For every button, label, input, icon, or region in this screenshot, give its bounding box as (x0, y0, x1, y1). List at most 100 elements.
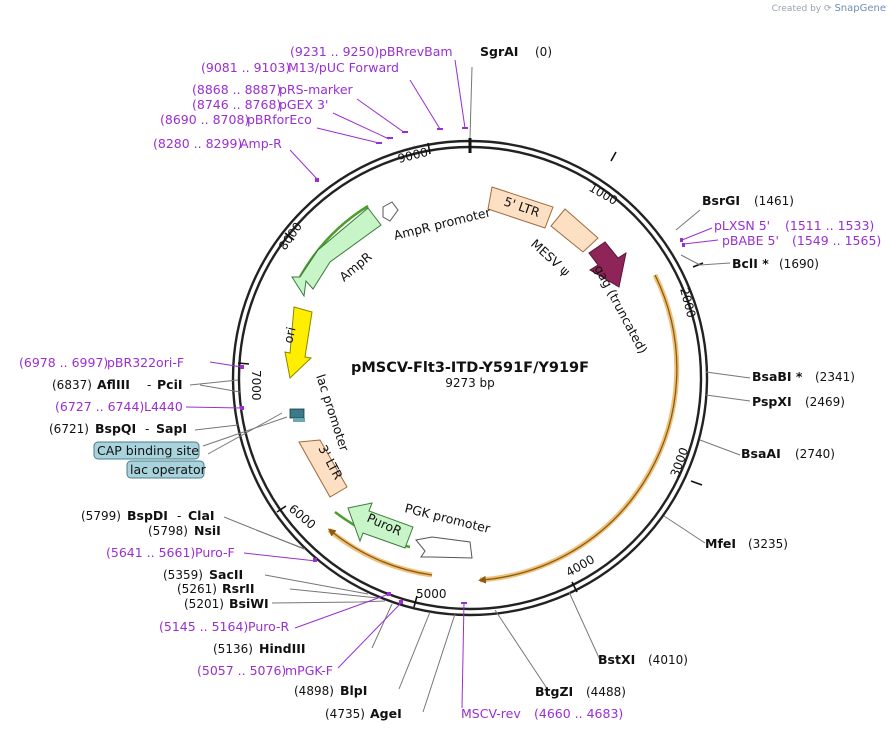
ltr5-feature (487, 186, 554, 229)
enzyme-pos-hindiii: (5136) (213, 642, 253, 656)
enzyme-name-agei: AgeI (370, 706, 402, 721)
plasmid-size: 9273 bp (445, 376, 495, 390)
enzyme-name-bsrgi: BsrGI (702, 193, 740, 208)
enzyme-name-btgzi: BtgZI (535, 684, 573, 699)
enzyme-name-sacii: SacII (209, 567, 243, 582)
primer-labels: (9231 .. 9250) pBRrevBam (9081 .. 9103) … (19, 44, 881, 721)
ampr-promoter-label: AmpR promoter (392, 204, 493, 243)
enzyme-labels: SgrAI (0) BsrGI (1461) BclI * (1690) Bsa… (49, 44, 855, 721)
enzyme-pos-bspqi: (6721) (49, 422, 89, 436)
lac-operator-feature (289, 408, 305, 419)
ori-label: ori (280, 325, 298, 344)
primer-name-l4440: L4440 (144, 399, 183, 414)
primer-name-pgex3: pGEX 3' (279, 97, 328, 112)
enzyme-pos-afliii: (6837) (52, 378, 92, 392)
primer-name-puro-r: Puro-R (248, 619, 289, 634)
ampr-feature (291, 207, 382, 298)
primer-name-plxsn5: pLXSN 5' (714, 218, 770, 233)
enzyme-name-bspdi: BspDI (127, 508, 168, 523)
gag-orf-line (478, 274, 678, 584)
ltr3-feature (298, 439, 348, 498)
primer-pos-pgex3: (8746 .. 8768) (192, 97, 281, 112)
enzyme-name-clai: ClaI (188, 508, 215, 523)
enzyme-name-blpi: BlpI (340, 683, 367, 698)
tick-2000: 2000 (677, 286, 698, 319)
enzyme-name-sgrai: SgrAI (480, 44, 518, 59)
enzyme-pos-bsiwi: (5201) (184, 597, 224, 611)
tick-7000: 7000 (249, 370, 263, 401)
enzyme-pos-bstxi: (4010) (648, 653, 688, 667)
cap-binding-site-label: CAP binding site (97, 443, 199, 458)
primer-pos-mscv-rev: (4660 .. 4683) (534, 706, 623, 721)
enzyme-name-afliii: AflIII (97, 377, 130, 392)
ampr-label: AmpR (336, 249, 374, 285)
primer-name-m13: M13/pUC Forward (288, 60, 399, 75)
primer-name-pbrforeco: pBRforEco (247, 112, 312, 127)
snapgene-branding: Created by ⟳ SnapGene (772, 3, 886, 14)
enzyme-name-bstxi: BstXI (598, 652, 635, 667)
primer-pos-puro-f: (5641 .. 5661) (106, 545, 195, 560)
cap-site-feature (293, 418, 305, 422)
enzyme-pos-blpi: (4898) (294, 684, 334, 698)
enzyme-pos-btgzi: (4488) (586, 685, 626, 699)
primer-pos-prs-marker: (8868 .. 8887) (192, 82, 281, 97)
primer-pos-mpgk-f: (5057 .. 5076) (197, 663, 286, 678)
tick-6000: 6000 (286, 502, 318, 532)
primer-pos-puro-r: (5145 .. 5164) (159, 619, 248, 634)
plasmid-name: pMSCV-Flt3-ITD-Y591F/Y919F (351, 360, 589, 376)
cap-binding-site-box: CAP binding site (93, 441, 200, 460)
mesv-psi-label: MESV ψ (528, 236, 573, 279)
enzyme-pos-bsabi: (2341) (815, 370, 855, 384)
primer-name-pbrrevbam: pBRrevBam (379, 44, 453, 59)
enzyme-name-bsaai: BsaAI (741, 446, 781, 461)
tick-5000: 5000 (416, 587, 447, 601)
tick-9000: 9000 (396, 145, 429, 166)
enzyme-name-hindiii: HindIII (259, 641, 306, 656)
primer-pos-l4440: (6727 .. 6744) (55, 399, 144, 414)
enzyme-pos-agei: (4735) (325, 707, 365, 721)
primer-name-mscv-rev: MSCV-rev (461, 706, 521, 721)
enzyme-pos-mfei: (3235) (748, 537, 788, 551)
primer-pos-pbr322ori-f: (6978 .. 6997) (19, 355, 108, 370)
lac-operator-label: lac operator (130, 462, 207, 477)
enzyme-pos-nsii: (5798) (148, 524, 188, 538)
snapgene-product-name: SnapGene (834, 3, 886, 14)
enzyme-leader-lines (189, 66, 751, 713)
enzyme-dash-bspqi: - (145, 422, 149, 436)
enzyme-name-bsiwi: BsiWI (229, 596, 269, 611)
primer-name-pbabe5: pBABE 5' (722, 233, 779, 248)
enzyme-dash-afliii: - (147, 378, 151, 392)
gag-feature (588, 241, 627, 288)
mesv-psi-feature (550, 208, 599, 253)
enzyme-pos-pspxi: (2469) (805, 395, 845, 409)
scale-ticks (237, 142, 704, 608)
enzyme-name-bsabi: BsaBI * (752, 369, 803, 384)
enzyme-name-mfei: MfeI (705, 536, 736, 551)
primer-name-puro-f: Puro-F (195, 545, 235, 560)
enzyme-pos-sgrai: (0) (535, 45, 552, 59)
primer-name-prs-marker: pRS-marker (279, 82, 354, 97)
tick-1000: 1000 (587, 180, 620, 207)
primer-pos-pbrforeco: (8690 .. 8708) (160, 112, 249, 127)
ampr-promoter-feature (382, 201, 399, 222)
primer-name-mpgk-f: mPGK-F (285, 663, 333, 678)
enzyme-name-pspxi: PspXI (752, 394, 792, 409)
enzyme-dash-bspdi: - (177, 509, 181, 523)
primer-pos-amp-r: (8280 .. 8299) (153, 136, 242, 151)
enzyme-pos-bsrgi: (1461) (754, 194, 794, 208)
primer-name-pbr322ori-f: pBR322ori-F (107, 355, 184, 370)
enzyme-name-pcii: PciI (157, 377, 183, 392)
enzyme-name-bspqi: BspQI (95, 421, 136, 436)
enzyme-pos-bspdi: (5799) (81, 509, 121, 523)
primer-pos-m13: (9081 .. 9103) (201, 60, 290, 75)
pgk-promoter-feature (415, 536, 473, 559)
primer-pos-pbabe5: (1549 .. 1565) (792, 233, 881, 248)
enzyme-pos-sacii: (5359) (163, 568, 203, 582)
primer-name-amp-r: Amp-R (240, 136, 282, 151)
lac-operator-box: lac operator (126, 460, 207, 479)
enzyme-name-sapi: SapI (156, 421, 187, 436)
primer-pos-plxsn5: (1511 .. 1533) (785, 218, 874, 233)
enzyme-pos-rsrii: (5261) (177, 582, 217, 596)
puror-orf-line (327, 528, 433, 576)
pgk-promoter-label: PGK promoter (403, 500, 492, 536)
